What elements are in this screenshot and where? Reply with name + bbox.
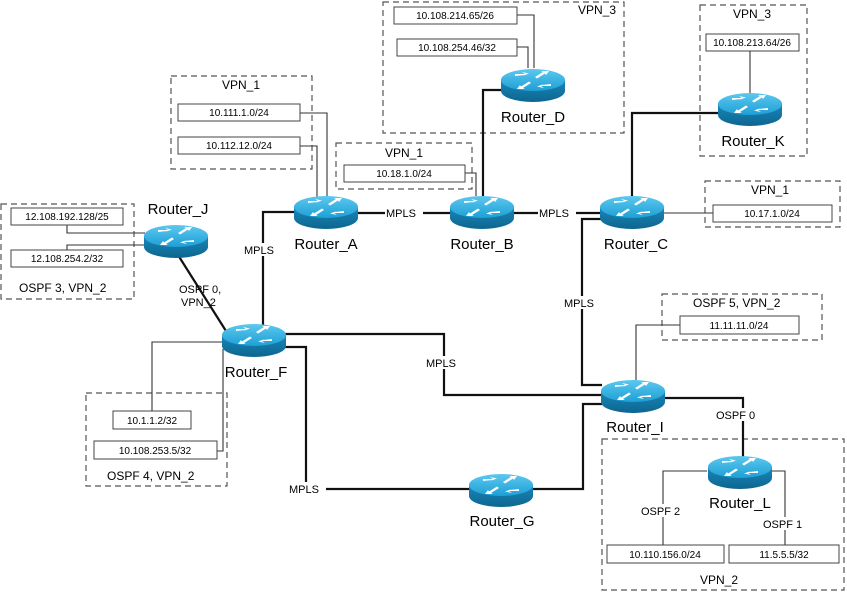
router-icon bbox=[601, 380, 665, 413]
group-label: OSPF 3, VPN_2 bbox=[19, 281, 107, 295]
router-label: Router_D bbox=[501, 109, 565, 126]
router-icon bbox=[718, 93, 782, 126]
subnet-label: 10.108.253.5/32 bbox=[119, 446, 192, 457]
router-icon bbox=[144, 225, 208, 258]
group-label: OSPF 5, VPN_2 bbox=[693, 296, 781, 310]
link-label-a-b: MPLS bbox=[386, 208, 416, 220]
subnet-label: 10.1.1.2/32 bbox=[127, 416, 177, 427]
subnet-box: 10.17.1.0/24 bbox=[712, 204, 833, 223]
link-label-f-g: MPLS bbox=[289, 484, 319, 496]
group-vpn3-router-d: VPN_3 bbox=[382, 1, 625, 134]
subnet-box: 10.111.1.0/24 bbox=[177, 103, 301, 122]
link-label-f-i: MPLS bbox=[426, 358, 456, 370]
group-label: VPN_2 bbox=[700, 573, 738, 587]
link-c-k bbox=[630, 111, 720, 198]
router-label: Router_C bbox=[604, 236, 668, 253]
router-icon bbox=[469, 474, 533, 507]
group-label: VPN_1 bbox=[751, 183, 789, 197]
link-g-i bbox=[530, 402, 602, 491]
link-label-j-f-line1: OSPF 0, bbox=[179, 284, 221, 296]
group-vpn2-router-l: VPN_2 bbox=[601, 438, 845, 591]
group-ospf3-vpn2-router-j: OSPF 3, VPN_2 bbox=[0, 203, 135, 300]
router-icon bbox=[708, 456, 772, 489]
subnet-box: 10.108.253.5/32 bbox=[93, 440, 218, 460]
subnet-label: 10.18.1.0/24 bbox=[376, 169, 432, 180]
link-a-f bbox=[261, 210, 294, 332]
link-label-l-ospf2: OSPF 2 bbox=[641, 506, 680, 518]
router-label: Router_B bbox=[450, 236, 513, 253]
link-label-j-f-line2: VPN_2 bbox=[181, 297, 216, 309]
router-label: Router_A bbox=[294, 236, 357, 253]
subnet-box: 10.18.1.0/24 bbox=[343, 164, 466, 183]
router-icon bbox=[222, 324, 286, 357]
group-vpn3-router-k: VPN_3 bbox=[699, 4, 808, 157]
router-g[interactable]: Router_G bbox=[469, 474, 535, 530]
group-ospf5-vpn2-router-i: OSPF 5, VPN_2 bbox=[661, 293, 823, 341]
subnet-box: 10.112.12.0/24 bbox=[177, 136, 301, 155]
router-d[interactable]: Router_D bbox=[501, 69, 565, 126]
group-label: VPN_1 bbox=[222, 78, 260, 92]
group-vpn1-router-c: VPN_1 bbox=[704, 180, 841, 228]
router-icon bbox=[600, 196, 664, 229]
group-vpn1-router-a: VPN_1 bbox=[170, 75, 313, 170]
subnet-label: 10.111.1.0/24 bbox=[209, 108, 269, 119]
subnet-label: 10.112.12.0/24 bbox=[206, 141, 272, 152]
subnet-label: 10.108.213.64/26 bbox=[713, 38, 791, 49]
router-label: Router_J bbox=[148, 201, 209, 218]
group-label: VPN_3 bbox=[578, 3, 616, 17]
router-f[interactable]: Router_F bbox=[222, 324, 287, 381]
link-i-l bbox=[665, 396, 745, 460]
link-label-i-l: OSPF 0 bbox=[716, 410, 755, 422]
router-icon bbox=[294, 196, 358, 229]
subnet-box: 10.108.214.65/26 bbox=[393, 6, 518, 25]
subnet-connectors bbox=[66, 14, 786, 545]
group-ospf4-vpn2-router-f: OSPF 4, VPN_2 bbox=[85, 392, 228, 487]
subnet-label: 10.108.214.65/26 bbox=[416, 11, 494, 22]
router-label: Router_I bbox=[606, 419, 664, 436]
router-c[interactable]: Router_C bbox=[600, 196, 668, 253]
router-label: Router_G bbox=[469, 513, 534, 530]
subnet-box: 11.11.11.0/24 bbox=[679, 315, 800, 335]
subnet-label: 10.108.254.46/32 bbox=[418, 43, 496, 54]
subnet-label: 12.108.254.2/32 bbox=[31, 254, 104, 265]
router-i[interactable]: Router_I bbox=[601, 380, 665, 436]
router-icon bbox=[501, 69, 565, 102]
router-k[interactable]: Router_K bbox=[718, 93, 785, 150]
group-vpn1-router-b: VPN_1 bbox=[335, 142, 473, 190]
subnet-box: 10.1.1.2/32 bbox=[112, 410, 192, 430]
group-label: VPN_1 bbox=[385, 146, 423, 160]
subnet-box: 10.108.254.46/32 bbox=[396, 38, 518, 57]
link-b-d bbox=[481, 88, 504, 200]
link-label-c-i: MPLS bbox=[564, 298, 594, 310]
link-label-a-f: MPLS bbox=[244, 245, 274, 257]
subnet-label: 10.110.156.0/24 bbox=[629, 550, 701, 561]
router-icon bbox=[450, 196, 514, 229]
subnet-label: 11.5.5.5/32 bbox=[759, 550, 809, 561]
link-labels: MPLS MPLS MPLS MPLS MPLS MPLS OSPF 0, VP… bbox=[179, 206, 810, 531]
subnet-box: 10.108.213.64/26 bbox=[705, 33, 800, 52]
router-label: Router_F bbox=[225, 364, 288, 381]
router-b[interactable]: Router_B bbox=[450, 196, 514, 253]
subnet-label: 11.11.11.0/24 bbox=[710, 321, 769, 332]
subnet-box: 12.108.254.2/32 bbox=[10, 249, 124, 268]
subnets: 10.108.214.65/26 10.108.254.46/32 10.108… bbox=[10, 6, 840, 564]
router-j[interactable]: Router_J bbox=[144, 201, 208, 258]
router-a[interactable]: Router_A bbox=[294, 196, 358, 253]
group-label: OSPF 4, VPN_2 bbox=[107, 469, 195, 483]
subnet-label: 12.108.192.128/25 bbox=[25, 212, 109, 223]
link-j-f bbox=[177, 254, 227, 332]
subnet-label: 10.17.1.0/24 bbox=[744, 209, 800, 220]
subnet-box: 11.5.5.5/32 bbox=[728, 544, 840, 564]
link-label-l-ospf1: OSPF 1 bbox=[763, 519, 802, 531]
router-label: Router_K bbox=[721, 133, 784, 150]
group-label: VPN_3 bbox=[733, 7, 771, 21]
router-label: Router_L bbox=[709, 495, 771, 512]
link-label-b-c: MPLS bbox=[539, 208, 569, 220]
link-f-g bbox=[285, 345, 470, 491]
router-l[interactable]: Router_L bbox=[708, 456, 772, 512]
subnet-box: 10.110.156.0/24 bbox=[606, 544, 725, 564]
subnet-box: 12.108.192.128/25 bbox=[10, 207, 124, 226]
